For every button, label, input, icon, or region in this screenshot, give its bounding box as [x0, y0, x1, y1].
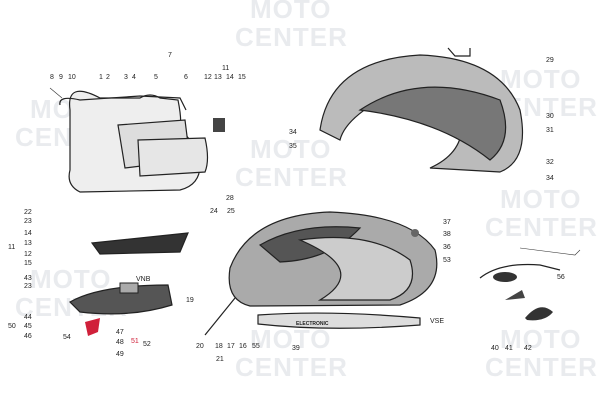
- callout-label: 43: [24, 275, 32, 282]
- watermark-text: CENTER: [235, 352, 348, 382]
- callout-label: 39: [292, 345, 300, 352]
- callout-label: 49: [116, 351, 124, 358]
- watermark-text: MOTO: [500, 184, 582, 214]
- callout-label: 15: [24, 260, 32, 267]
- callout-label: 14: [24, 230, 32, 237]
- callout-label: 17: [227, 343, 235, 350]
- callout-label: 37: [443, 219, 451, 226]
- callout-label: 29: [546, 57, 554, 64]
- callout-label: 23: [24, 218, 32, 225]
- tool-tray: [69, 232, 189, 336]
- callout-label: 11: [8, 244, 15, 251]
- callout-label: 11: [222, 65, 229, 72]
- callout-label: 4: [132, 74, 136, 81]
- callout-label: 52: [143, 341, 151, 348]
- watermark-text: MOTO: [30, 264, 112, 294]
- hardware: [204, 229, 581, 336]
- callout-label: VSE: [430, 318, 444, 325]
- watermark-text: MOTO: [500, 64, 582, 94]
- watermark-text: CENTER: [485, 212, 598, 242]
- callout-label: 9: [59, 74, 63, 81]
- callout-label: 2: [106, 74, 110, 81]
- callout-label: 55: [252, 343, 260, 350]
- callout-label: 16: [239, 343, 247, 350]
- callout-label: 31: [546, 127, 554, 134]
- callout-label: 19: [186, 297, 194, 304]
- callout-label: 8: [50, 74, 54, 81]
- callout-label: 20: [196, 343, 204, 350]
- callout-label: 28: [226, 195, 234, 202]
- callout-label: 50: [8, 323, 16, 330]
- callout-label: 3: [124, 74, 128, 81]
- callout-label: 6: [184, 74, 188, 81]
- callout-label: 47: [116, 329, 124, 336]
- watermark-text: MOTO: [500, 324, 582, 354]
- callout-label: 23: [24, 283, 32, 290]
- callout-label: 12: [204, 74, 212, 81]
- watermark-text: MOTO: [250, 134, 332, 164]
- callout-label: 13: [24, 240, 32, 247]
- callout-label: 56: [557, 274, 565, 281]
- watermark-text: CENTER: [485, 352, 598, 382]
- callout-label: 36: [443, 244, 451, 251]
- callout-label: 54: [63, 334, 71, 341]
- callout-label: 18: [215, 343, 223, 350]
- side-panel-right: [319, 47, 524, 173]
- callout-label: 30: [546, 113, 554, 120]
- callout-label: VNB: [136, 276, 151, 283]
- part-marking: ELECTRONIC: [296, 321, 329, 327]
- watermark-text: CENTER: [235, 22, 348, 52]
- callout-label: 44: [24, 314, 32, 321]
- callout-label: 40: [491, 345, 499, 352]
- callout-label: 10: [68, 74, 76, 81]
- callout-label: 34: [289, 129, 297, 136]
- callout-label: 32: [546, 159, 554, 166]
- callout-label: 22: [24, 209, 32, 216]
- callout-label: 5: [154, 74, 158, 81]
- watermark-text: CENTER: [235, 162, 348, 192]
- side-panel-left: ELECTRONIC: [228, 211, 438, 329]
- callout-label: 38: [443, 231, 451, 238]
- callout-label: 24: [210, 208, 218, 215]
- callout-label: 1: [99, 74, 103, 81]
- watermark-text: MOTO: [250, 324, 332, 354]
- callout-label: 41: [505, 345, 513, 352]
- callout-label-red: 51: [131, 338, 139, 345]
- callout-label: 35: [289, 143, 297, 150]
- callout-label: 34: [546, 175, 554, 182]
- callout-label: 21: [216, 356, 224, 363]
- glovebox-assembly: [49, 87, 225, 193]
- callout-label: 48: [116, 339, 124, 346]
- callout-label: 25: [227, 208, 235, 215]
- watermark-text: MOTO: [250, 0, 332, 24]
- callout-label: 15: [238, 74, 246, 81]
- callout-label: 12: [24, 251, 32, 258]
- callout-label: 53: [443, 257, 451, 264]
- callout-label: 42: [524, 345, 532, 352]
- callout-label: 13: [214, 74, 222, 81]
- callout-label: 14: [226, 74, 234, 81]
- callout-label: 46: [24, 333, 32, 340]
- callout-label: 7: [168, 52, 172, 59]
- callout-label: 45: [24, 323, 32, 330]
